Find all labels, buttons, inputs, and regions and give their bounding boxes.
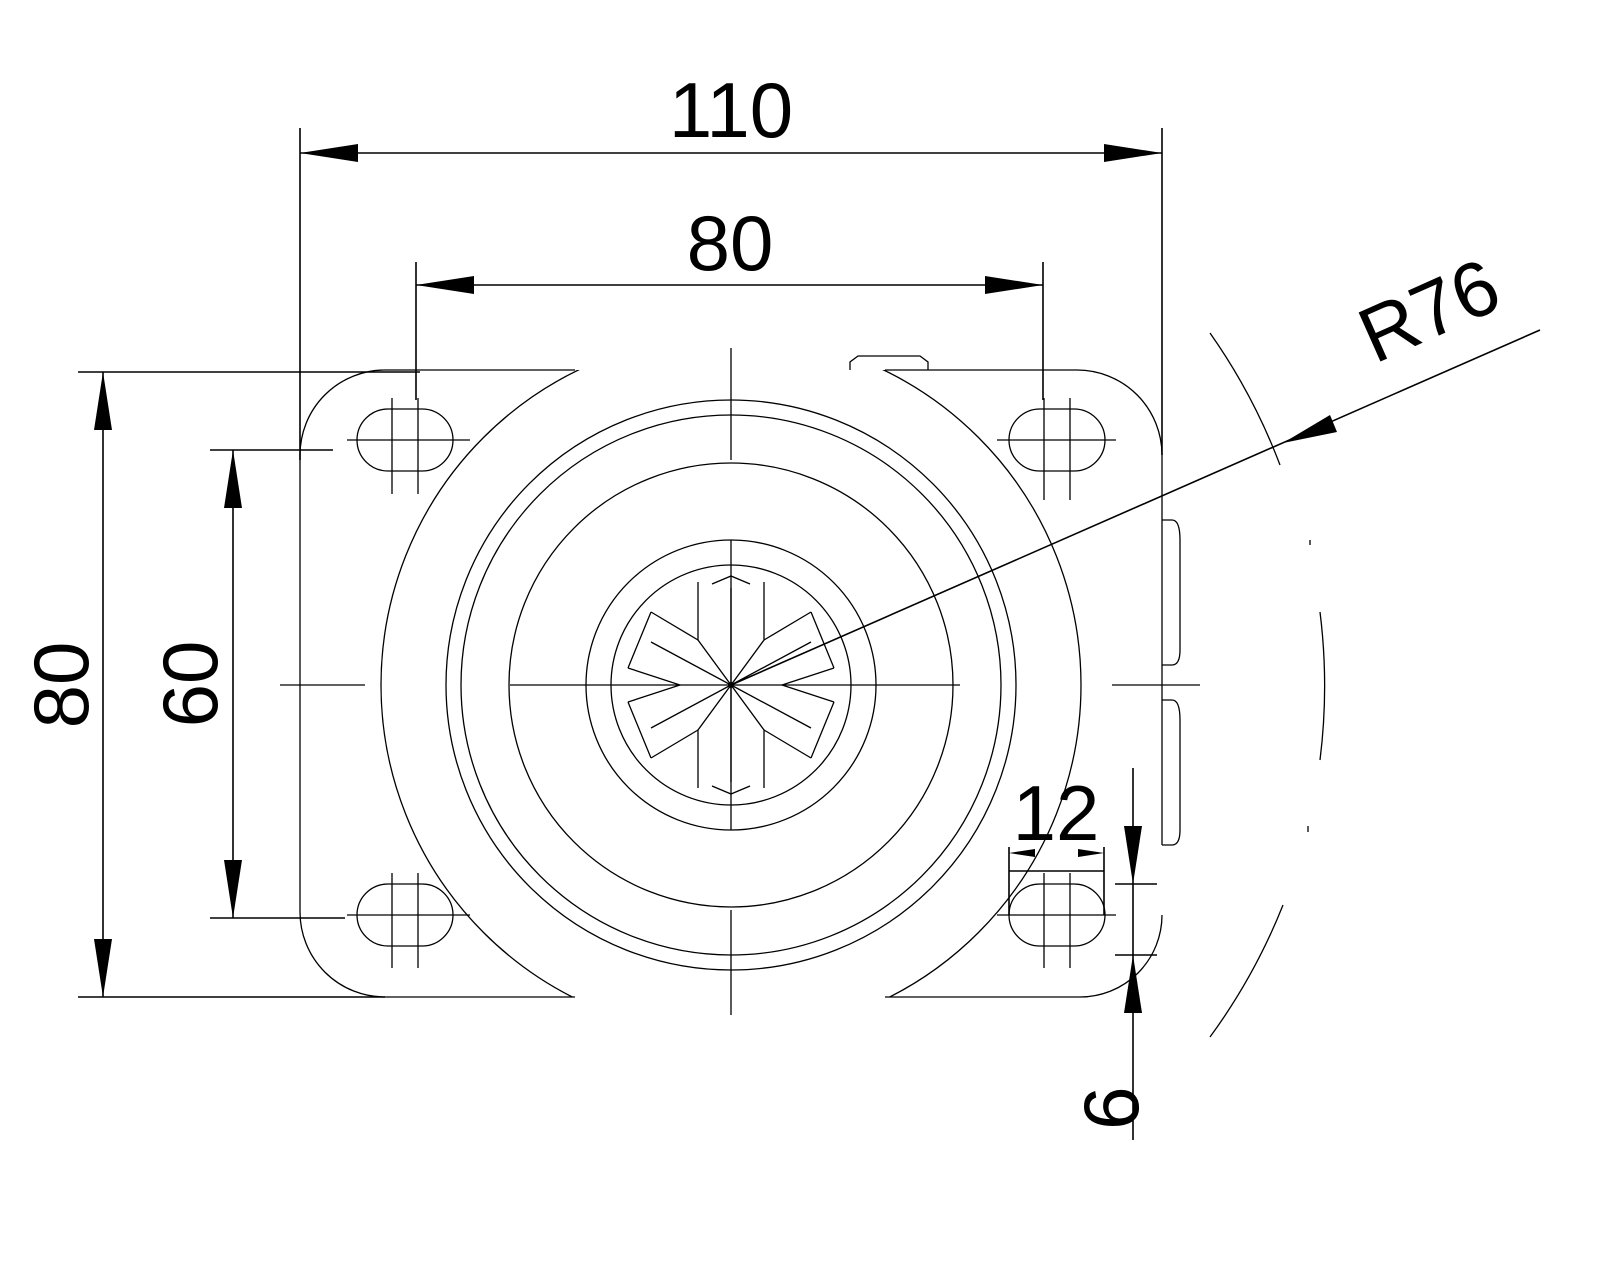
swivel-radius-arc: [1209, 332, 1326, 1038]
side-tab: [1162, 699, 1181, 846]
dimension-slot-length: 12: [1008, 769, 1105, 915]
dimension-overall-width: 110: [299, 66, 1163, 460]
svg-text:60: 60: [146, 641, 234, 728]
dimension-hole-spacing-height: 60: [146, 449, 345, 919]
svg-text:110: 110: [669, 66, 793, 154]
dimension-slot-width: 9: [1068, 768, 1157, 1140]
svg-text:80: 80: [17, 642, 105, 729]
mounting-plate: [299, 355, 1181, 998]
dimension-swivel-radius: R76: [730, 241, 1541, 686]
hub-star-pattern: [627, 575, 835, 795]
slot-top-right: [997, 398, 1116, 500]
dimension-overall-height: 80: [17, 371, 420, 998]
svg-text:9: 9: [1068, 1086, 1156, 1129]
svg-text:12: 12: [1013, 769, 1100, 857]
slot-bottom-right: [997, 873, 1116, 968]
side-tab: [1162, 519, 1181, 666]
svg-text:R76: R76: [1346, 241, 1513, 380]
dimension-hole-spacing-width: 80: [415, 199, 1044, 400]
slot-bottom-left: [347, 873, 470, 968]
svg-text:80: 80: [687, 199, 774, 287]
slot-top-left: [347, 398, 470, 494]
